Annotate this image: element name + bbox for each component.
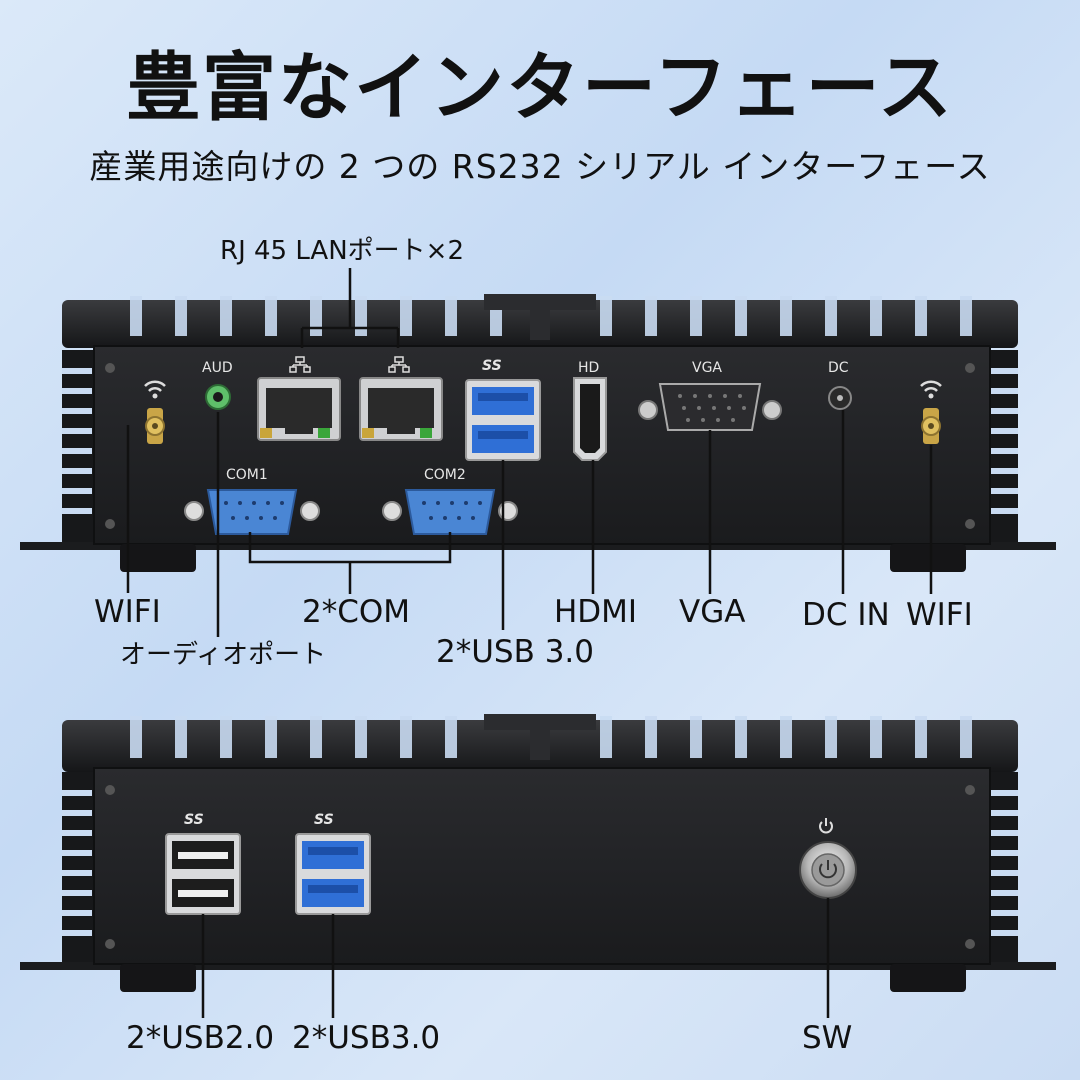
callout-com: 2*COM	[302, 594, 411, 630]
front-panel	[20, 268, 1056, 637]
power-button-graphic	[799, 818, 857, 899]
callout-vga: VGA	[679, 594, 746, 630]
usb3-logo-front: SS	[482, 358, 502, 374]
com1-port	[184, 489, 320, 535]
lan-port-1	[257, 377, 341, 441]
page-title: 豊富なインターフェース	[126, 45, 954, 131]
usb2-stack-back	[165, 833, 241, 915]
com1-port-label: COM1	[226, 467, 268, 483]
hdmi-port	[573, 377, 607, 461]
com2-port-label: COM2	[424, 467, 466, 483]
back-panel	[20, 714, 1056, 1018]
callout-usb3-back: 2*USB3.0	[292, 1020, 441, 1056]
hd-port-label: HD	[578, 360, 600, 376]
callout-audio: オーディオポート	[120, 640, 327, 670]
vga-port-label: VGA	[692, 360, 723, 376]
wifi-left-connector	[144, 380, 166, 444]
page-subtitle: 産業用途向けの 2 つの RS232 シリアル インターフェース	[89, 147, 991, 186]
callout-wifi-right: WIFI	[906, 597, 973, 633]
audio-jack	[205, 384, 231, 410]
callout-hdmi: HDMI	[554, 594, 638, 630]
callout-usb3-front: 2*USB 3.0	[436, 634, 595, 670]
vga-port	[638, 383, 782, 431]
aud-port-label: AUD	[202, 360, 233, 376]
dc-in-jack	[828, 386, 852, 410]
usb3-stack-back	[295, 833, 371, 915]
usb-logo-back-left: SS	[184, 812, 204, 828]
callout-dc-in: DC IN	[802, 597, 890, 633]
callout-sw: SW	[802, 1020, 853, 1056]
callout-wifi-left: WIFI	[94, 594, 161, 630]
dc-port-label: DC	[828, 360, 849, 376]
lan-port-2	[359, 377, 443, 441]
usb-logo-back-right: SS	[314, 812, 334, 828]
callout-lan: RJ 45 LANポート×2	[220, 236, 464, 266]
wifi-right-connector	[920, 380, 942, 444]
callout-usb2-back: 2*USB2.0	[126, 1020, 275, 1056]
com2-port	[382, 489, 518, 535]
usb3-stack-front	[465, 379, 541, 461]
